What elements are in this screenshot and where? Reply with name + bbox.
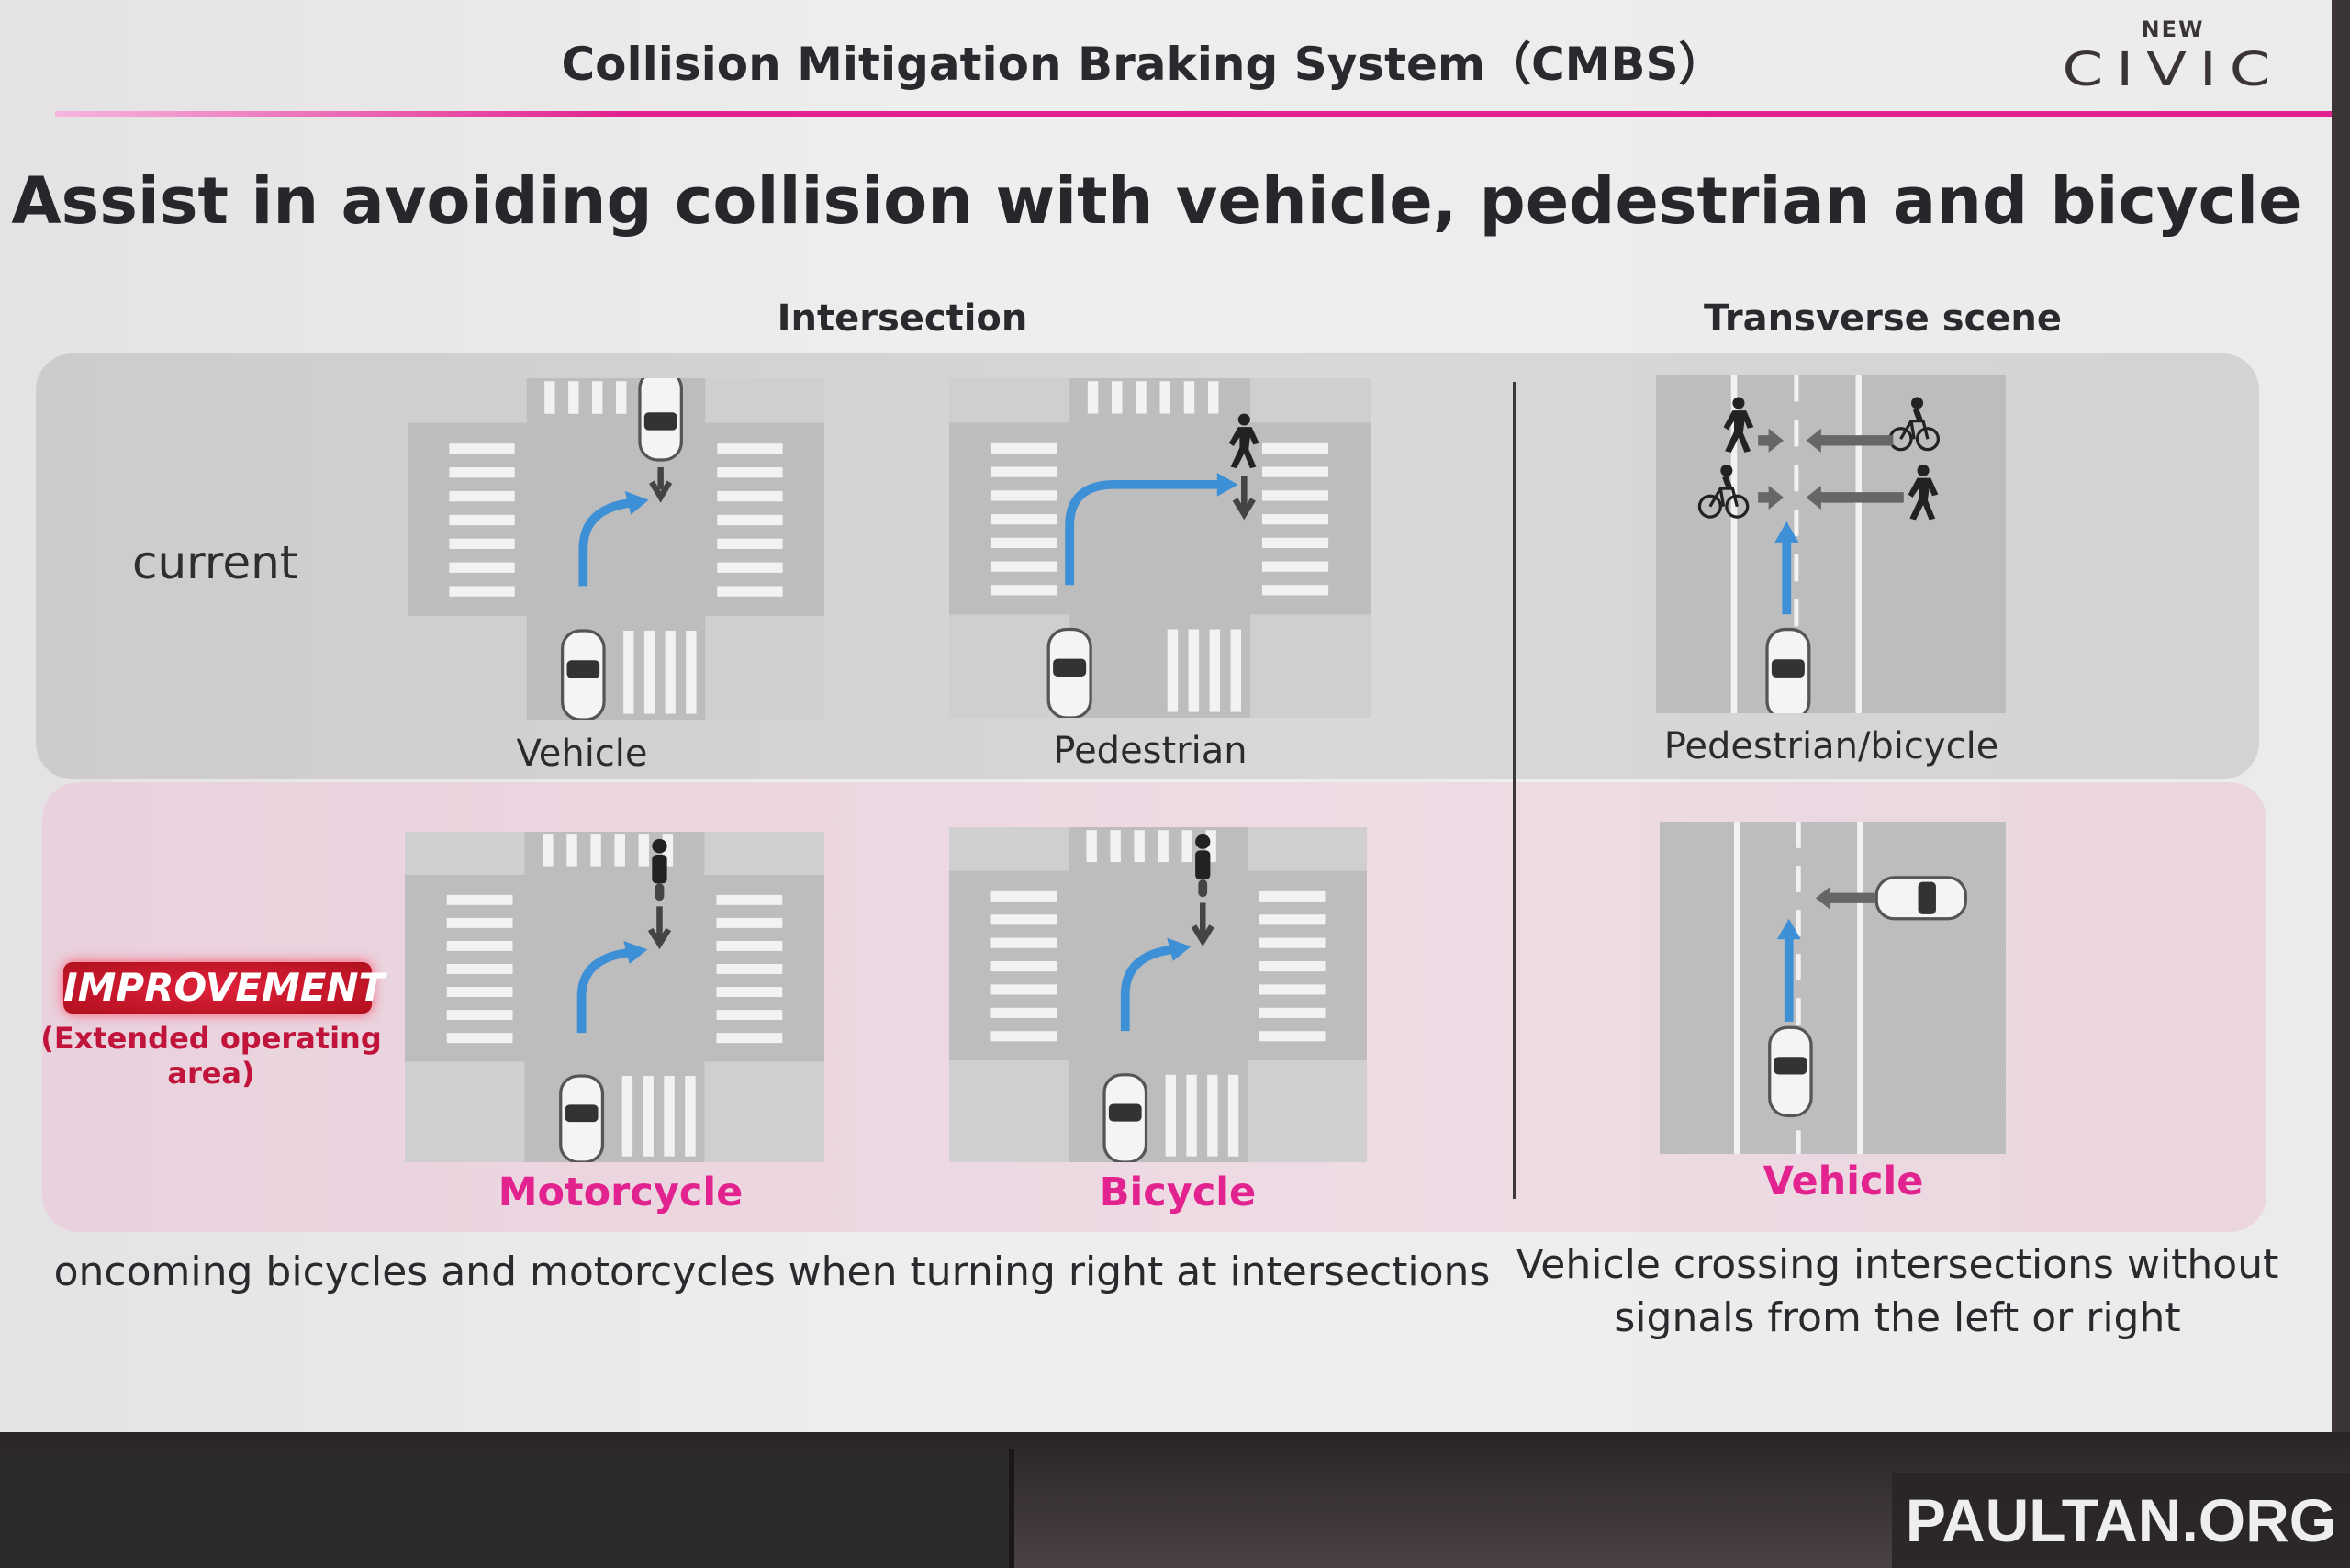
header-divider: [55, 111, 2332, 117]
corner-blocks: [405, 832, 824, 1162]
own-car-icon: [1102, 1073, 1148, 1162]
pedestrian-right-icon: [1908, 464, 1939, 521]
label-pedestrian-bicycle: Pedestrian/bicycle: [1663, 725, 1999, 767]
diagram-pedestrian-bicycle: [1656, 375, 2006, 713]
crosswalk: [990, 381, 1329, 712]
diagram-pedestrian: [949, 378, 1371, 718]
forward-arrow-icon: [1776, 918, 1801, 1022]
corner-blocks: [949, 378, 1371, 718]
current-row-label: current: [132, 536, 298, 589]
down-arrow-icon: [647, 906, 672, 950]
improvement-note: (Extended operating area): [40, 1021, 382, 1091]
bicycle-right-icon: [1888, 397, 1941, 452]
main-title: Assist in avoiding collision with vehicl…: [11, 163, 2302, 239]
own-car-icon: [1765, 627, 1811, 713]
label-bicycle: Bicycle: [1099, 1170, 1257, 1215]
turn-arrow-icon: [1065, 480, 1221, 586]
right-arrow-icon: [1758, 485, 1784, 510]
stop-arrow-icon: [649, 467, 673, 503]
own-car-icon: [1768, 1025, 1813, 1117]
own-car-icon: [561, 629, 606, 720]
section-divider: [1513, 382, 1516, 1199]
label-vehicle: Vehicle: [516, 733, 648, 775]
transverse-caption-line2: signals from the left or right: [1614, 1294, 2181, 1341]
diagram-vehicle: [408, 378, 824, 720]
civic-logo: NEW CIVIC: [2049, 17, 2297, 97]
diagram-motorcycle: [405, 832, 824, 1162]
down-arrow-icon: [1191, 902, 1214, 946]
motorcycle-icon: [652, 838, 667, 902]
bicycle-rider-icon: [1195, 834, 1211, 898]
left-arrow-icon: [1806, 428, 1894, 453]
pedestrian-icon: [1228, 413, 1259, 469]
diagram-bicycle: [949, 827, 1367, 1162]
logo-civic-text: CIVIC: [2062, 42, 2284, 97]
left-arrow-icon: [1815, 886, 1875, 911]
section-intersection-heading: Intersection: [777, 297, 1028, 340]
road: [1660, 822, 2006, 1154]
presentation-slide: Collision Mitigation Braking System（CMBS…: [0, 0, 2332, 1432]
road: [1656, 375, 2006, 713]
turn-arrow-icon: [578, 498, 632, 587]
corner-blocks: [408, 378, 824, 720]
intersection-caption: oncoming bicycles and motorcycles when t…: [53, 1249, 1491, 1295]
own-car-icon: [559, 1074, 605, 1162]
forward-arrow-icon: [1774, 521, 1799, 615]
down-arrow-icon: [1232, 476, 1256, 521]
right-arrow-icon: [1758, 428, 1784, 453]
slide-header-title: Collision Mitigation Braking System（CMBS…: [561, 38, 1725, 91]
oncoming-car-icon: [638, 378, 683, 462]
left-arrow-icon: [1806, 485, 1904, 510]
turn-arrow-icon: [1120, 945, 1174, 1032]
watermark: PAULTAN.ORG: [1892, 1473, 2350, 1568]
stage-ledge: [0, 1449, 1014, 1568]
label-transverse-vehicle: Vehicle: [1762, 1159, 1924, 1204]
pedestrian-left-icon: [1723, 397, 1754, 453]
corner-blocks: [949, 827, 1367, 1162]
section-transverse-heading: Transverse scene: [1704, 297, 2062, 340]
crossing-car-icon: [1874, 876, 1967, 921]
crosswalk: [990, 830, 1326, 1157]
turn-arrow-icon: [576, 947, 631, 1034]
improvement-badge: IMPROVEMENT: [63, 962, 385, 1014]
label-pedestrian: Pedestrian: [1053, 730, 1248, 772]
label-motorcycle: Motorcycle: [498, 1170, 744, 1215]
logo-new-text: NEW: [2141, 17, 2205, 42]
diagram-transverse-vehicle: [1660, 822, 2006, 1154]
crosswalk: [446, 834, 783, 1157]
bicycle-left-icon: [1697, 464, 1750, 519]
own-car-icon: [1046, 627, 1092, 718]
transverse-caption-line1: Vehicle crossing intersections without: [1516, 1241, 2279, 1288]
